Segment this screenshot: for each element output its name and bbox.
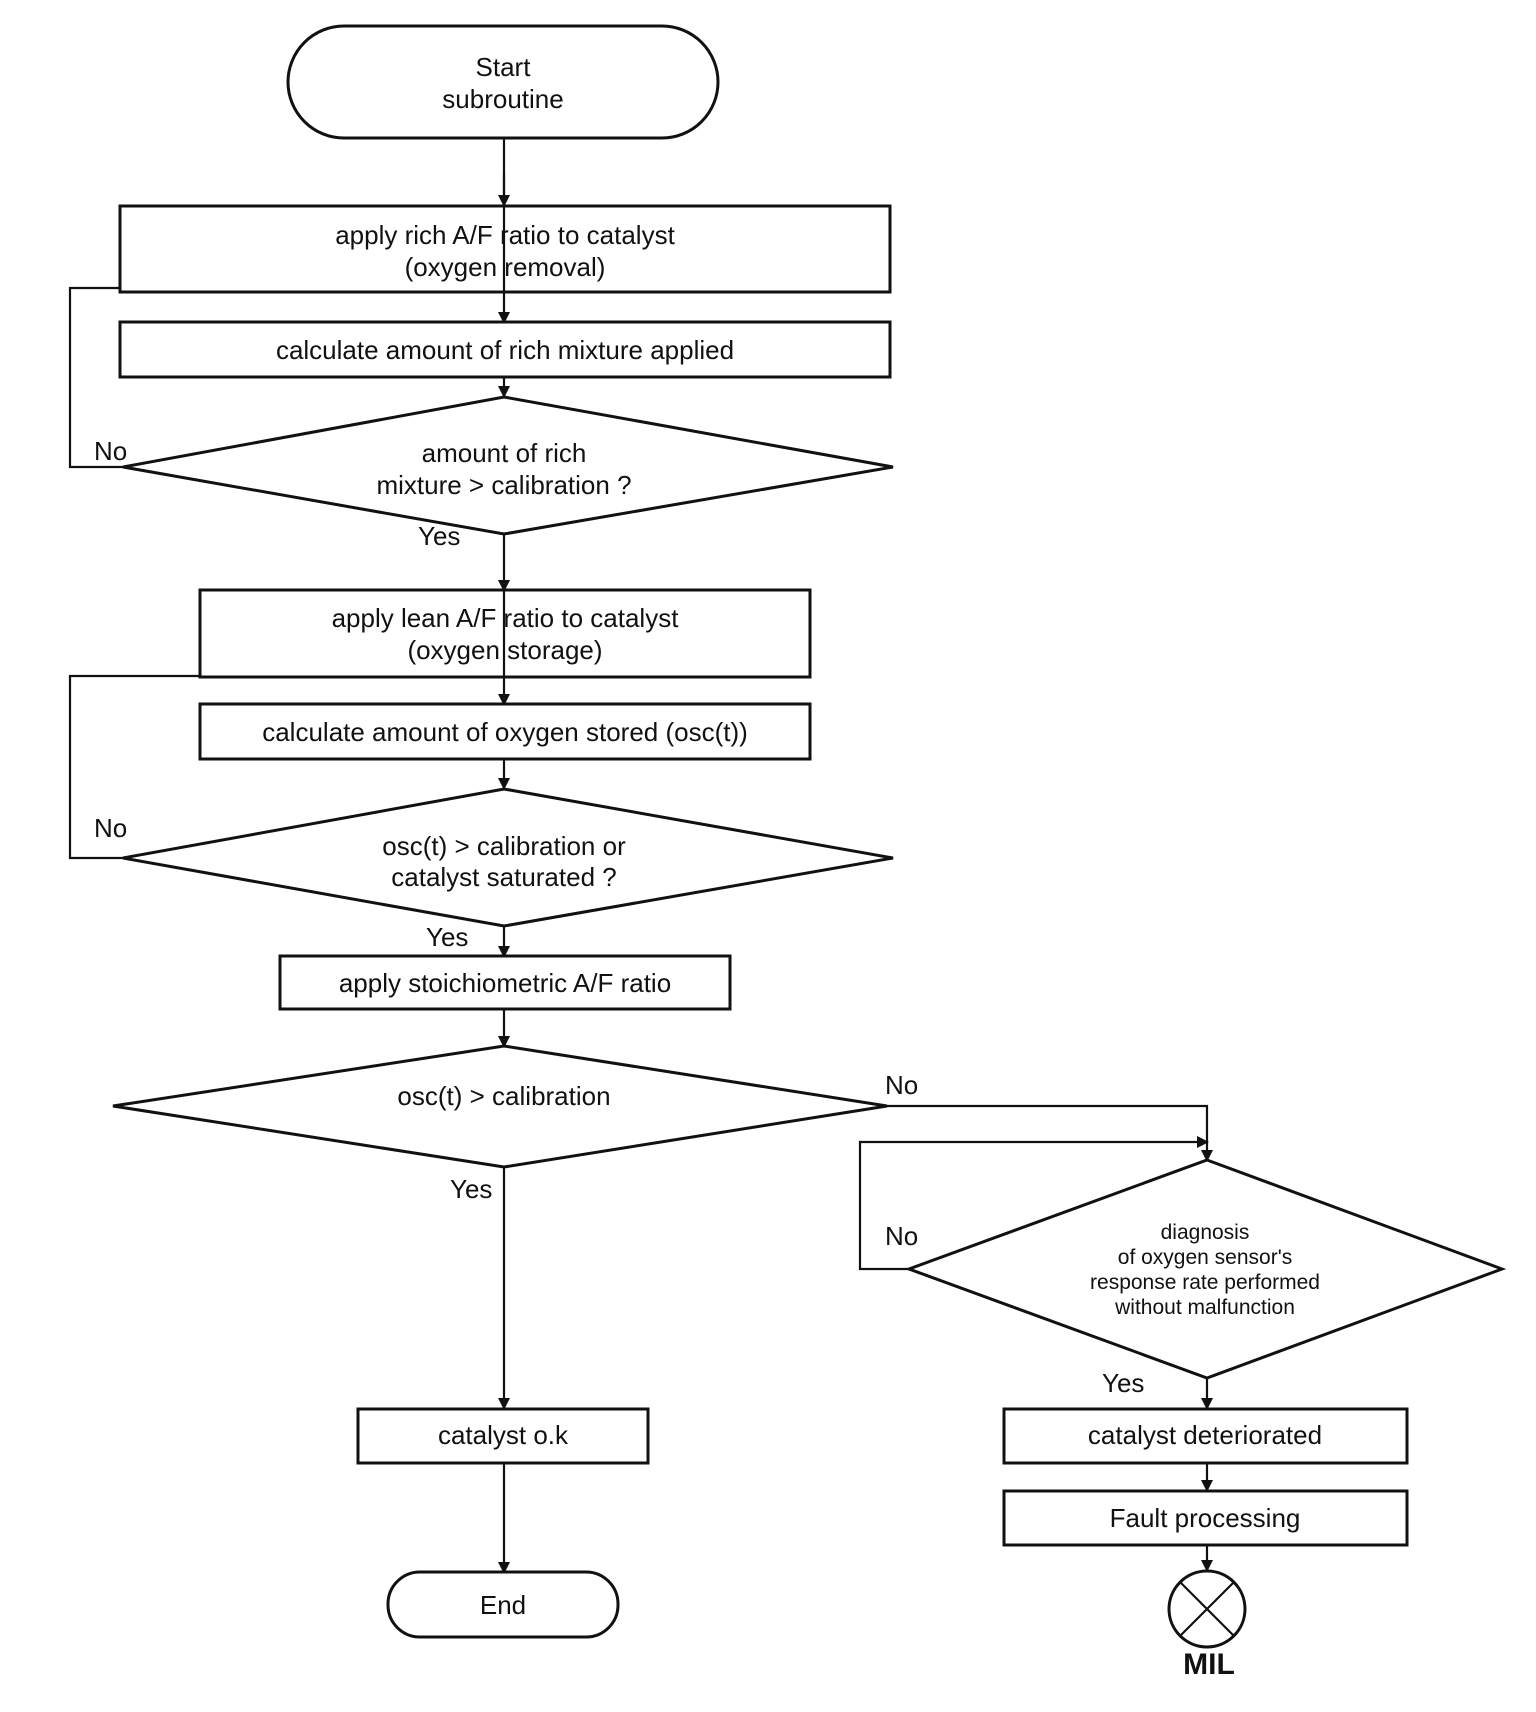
decision-rich: amount of rich mixture > calibration ? xyxy=(122,395,894,536)
fault-processing-label: Fault processing xyxy=(1110,1503,1301,1533)
decision-osc-sat-line1: osc(t) > calibration or xyxy=(382,831,626,861)
branch-sensor-yes: Yes xyxy=(1102,1368,1144,1398)
decision-sensor-line1: diagnosis xyxy=(1161,1221,1250,1244)
mil-label: MIL xyxy=(1183,1648,1235,1681)
connector-osc-no-to-sensor xyxy=(887,1104,1213,1162)
catalyst-ok-label: catalyst o.k xyxy=(438,1420,569,1450)
branch-osc-no: No xyxy=(885,1070,918,1100)
connectors xyxy=(68,138,1213,1574)
decision-osc-label: osc(t) > calibration xyxy=(397,1081,610,1111)
decision-sensor-line4: without malfunction xyxy=(1114,1296,1295,1319)
branch-osc-yes: Yes xyxy=(450,1174,492,1204)
stoich-box: apply stoichiometric A/F ratio xyxy=(278,954,732,1011)
catalyst-deteriorated-box: catalyst deteriorated xyxy=(1002,1407,1409,1465)
calc-oxygen-label: calculate amount of oxygen stored (osc(t… xyxy=(262,717,748,747)
catalyst-ok-box: catalyst o.k xyxy=(356,1407,650,1465)
end-label: End xyxy=(480,1590,526,1620)
decision-osc: osc(t) > calibration xyxy=(112,1044,888,1169)
catalyst-deteriorated-label: catalyst deteriorated xyxy=(1088,1420,1322,1450)
decision-sensor: diagnosis of oxygen sensor's response ra… xyxy=(904,1158,1507,1380)
start-label-line2: subroutine xyxy=(442,84,563,114)
branch-rich-no: No xyxy=(94,436,127,466)
start-label-line1: Start xyxy=(476,52,532,82)
branch-osc-sat-no: No xyxy=(94,813,127,843)
decision-rich-line2: mixture > calibration ? xyxy=(376,470,631,500)
end-terminal: End xyxy=(386,1570,620,1639)
stoich-label: apply stoichiometric A/F ratio xyxy=(339,968,671,998)
decision-sensor-line3: response rate performed xyxy=(1090,1271,1320,1294)
decision-osc-sat-line2: catalyst saturated ? xyxy=(391,862,616,892)
branch-rich-yes: Yes xyxy=(418,521,460,551)
decision-sensor-line2: of oxygen sensor's xyxy=(1118,1246,1292,1269)
branch-sensor-no: No xyxy=(885,1221,918,1251)
decision-rich-line1: amount of rich xyxy=(422,438,587,468)
decision-osc-saturated: osc(t) > calibration or catalyst saturat… xyxy=(122,787,894,928)
calc-rich-label: calculate amount of rich mixture applied xyxy=(276,335,734,365)
rich-ratio-box: apply rich A/F ratio to catalyst (oxygen… xyxy=(118,204,892,294)
calc-rich-box: calculate amount of rich mixture applied xyxy=(118,320,892,379)
loop-sensor-no xyxy=(858,1136,1209,1271)
lean-ratio-line2: (oxygen storage) xyxy=(407,635,602,665)
branch-osc-sat-yes: Yes xyxy=(426,922,468,952)
rich-ratio-line1: apply rich A/F ratio to catalyst xyxy=(335,220,675,250)
lean-ratio-line1: apply lean A/F ratio to catalyst xyxy=(332,603,680,633)
calc-oxygen-box: calculate amount of oxygen stored (osc(t… xyxy=(198,702,812,761)
rich-ratio-line2: (oxygen removal) xyxy=(405,252,606,282)
lean-ratio-box: apply lean A/F ratio to catalyst (oxygen… xyxy=(198,588,812,679)
mil-lamp-icon xyxy=(1167,1569,1247,1649)
start-terminal: Start subroutine xyxy=(286,24,720,140)
fault-processing-box: Fault processing xyxy=(1002,1489,1409,1547)
